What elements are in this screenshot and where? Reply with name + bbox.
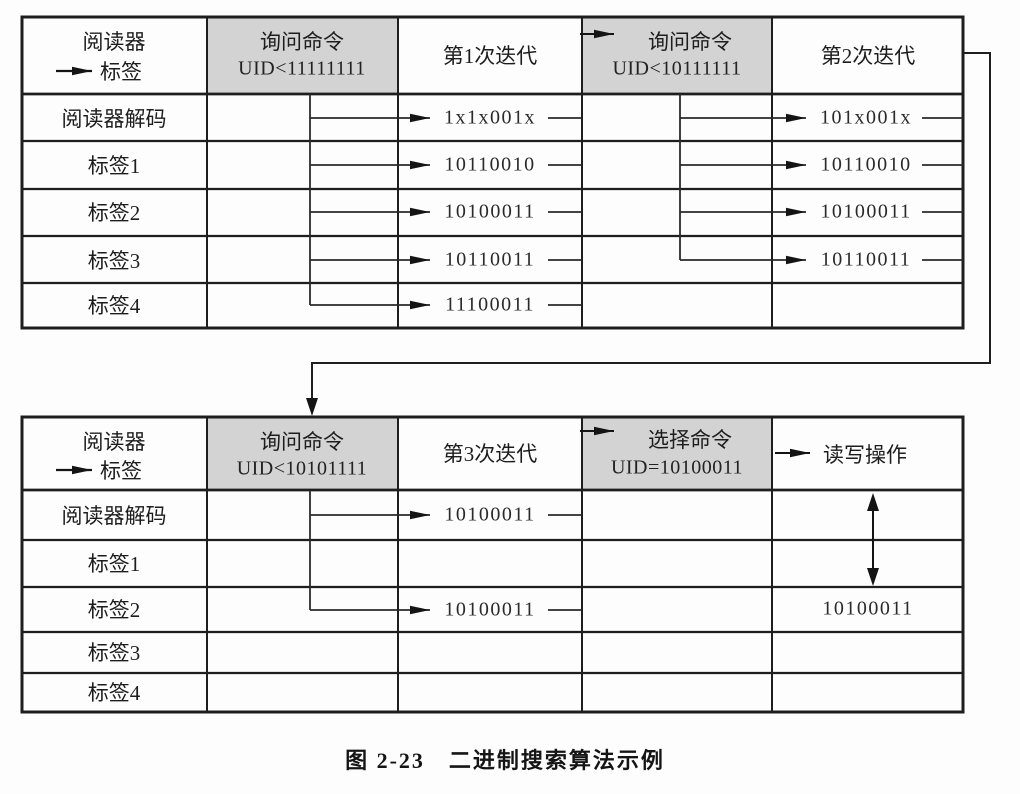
top-query1-uid: UID<11111111 [238, 57, 366, 80]
top-iter1-value-tag4: 11100011 [445, 293, 535, 316]
top-corner-tag-label: 标签 [100, 60, 142, 84]
top-iter2-value-decoder: 101x001x [820, 106, 912, 129]
bottom-rw-value-tag2: 10100011 [822, 597, 914, 620]
top-iter1-value-decoder: 1x1x001x [444, 106, 536, 129]
top-iter1-value-tag3: 10110011 [444, 248, 536, 271]
top-query2-uid: UID<10111111 [612, 57, 742, 80]
bottom-rw-title: 读写操作 [823, 443, 907, 467]
top-row-label-tag4: 标签4 [87, 294, 141, 318]
bottom-corner-tag-label: 标签 [100, 459, 142, 483]
top-iter1-value-tag2: 10100011 [444, 200, 536, 223]
top-query1-title: 询问命令 [260, 30, 344, 54]
top-row-label-tag2: 标签2 [87, 201, 141, 225]
top-iter2-value-tag3: 10110011 [820, 248, 912, 271]
top-iter2-value-tag2: 10100011 [820, 200, 912, 223]
top-row-label-tag3: 标签3 [87, 249, 141, 273]
top-iter2-title: 第2次迭代 [820, 44, 916, 68]
bottom-iter3-value-decoder: 10100011 [444, 503, 536, 526]
figure-caption: 图 2-23 二进制搜索算法示例 [345, 748, 665, 773]
inter-table-connector [306, 52, 991, 416]
bottom-query-uid: UID<10101111 [236, 457, 368, 480]
top-row-label-tag1: 标签1 [87, 154, 141, 178]
bottom-query-title: 询问命令 [260, 430, 344, 454]
top-iter1-title: 第1次迭代 [442, 44, 538, 68]
bottom-select-uid: UID=10100011 [610, 456, 744, 479]
top-query2-title: 询问命令 [648, 30, 732, 54]
bottom-row-label-tag3: 标签3 [87, 641, 141, 665]
bottom-row-label-tag4: 标签4 [87, 681, 141, 705]
top-row-label-decoder: 阅读器解码 [61, 107, 167, 131]
bottom-select-title: 选择命令 [648, 428, 732, 452]
bottom-row-label-tag1: 标签1 [87, 552, 141, 576]
bottom-iter3-title: 第3次迭代 [442, 442, 538, 466]
bottom-row-label-decoder: 阅读器解码 [61, 504, 167, 528]
top-table-grid [20, 15, 965, 330]
read-write-double-arrow-icon [867, 493, 879, 586]
top-corner-reader-label: 阅读器 [82, 30, 146, 54]
top-iter1-value-tag1: 10110010 [444, 153, 536, 176]
bottom-iter3-value-tag2: 10100011 [444, 598, 536, 621]
bottom-row-label-tag2: 标签2 [87, 598, 141, 622]
bottom-table-grid [20, 415, 965, 714]
bottom-table-connectors [309, 490, 582, 615]
top-iter2-value-tag1: 10110010 [820, 153, 912, 176]
top-table-connectors [309, 94, 963, 310]
bottom-corner-reader-label: 阅读器 [82, 430, 146, 454]
